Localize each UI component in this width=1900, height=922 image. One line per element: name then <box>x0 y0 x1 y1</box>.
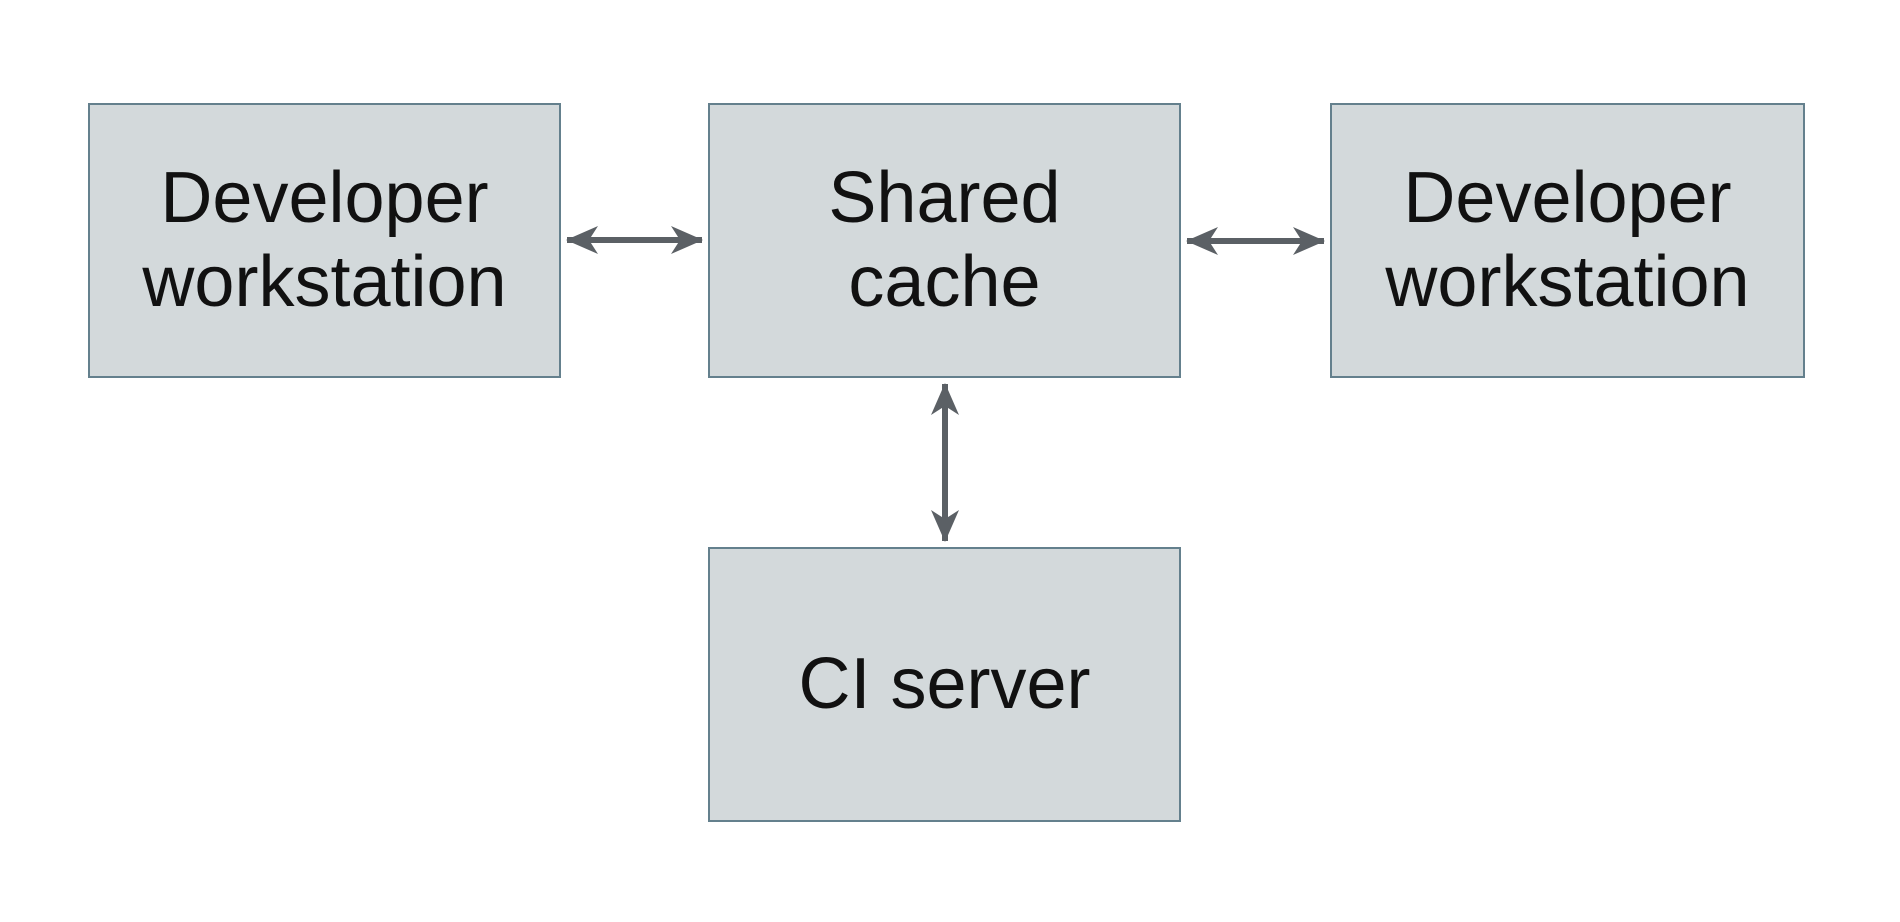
node-label-shared-cache: Shared cache <box>828 157 1061 322</box>
node-label-developer-workstation-left: Developer workstation <box>142 157 507 322</box>
node-developer-workstation-right: Developer workstation <box>1330 103 1805 378</box>
node-label-developer-workstation-right: Developer workstation <box>1385 157 1750 322</box>
node-label-ci-server: CI server <box>798 643 1091 724</box>
node-ci-server: CI server <box>708 547 1181 822</box>
node-developer-workstation-left: Developer workstation <box>88 103 561 378</box>
node-shared-cache: Shared cache <box>708 103 1181 378</box>
